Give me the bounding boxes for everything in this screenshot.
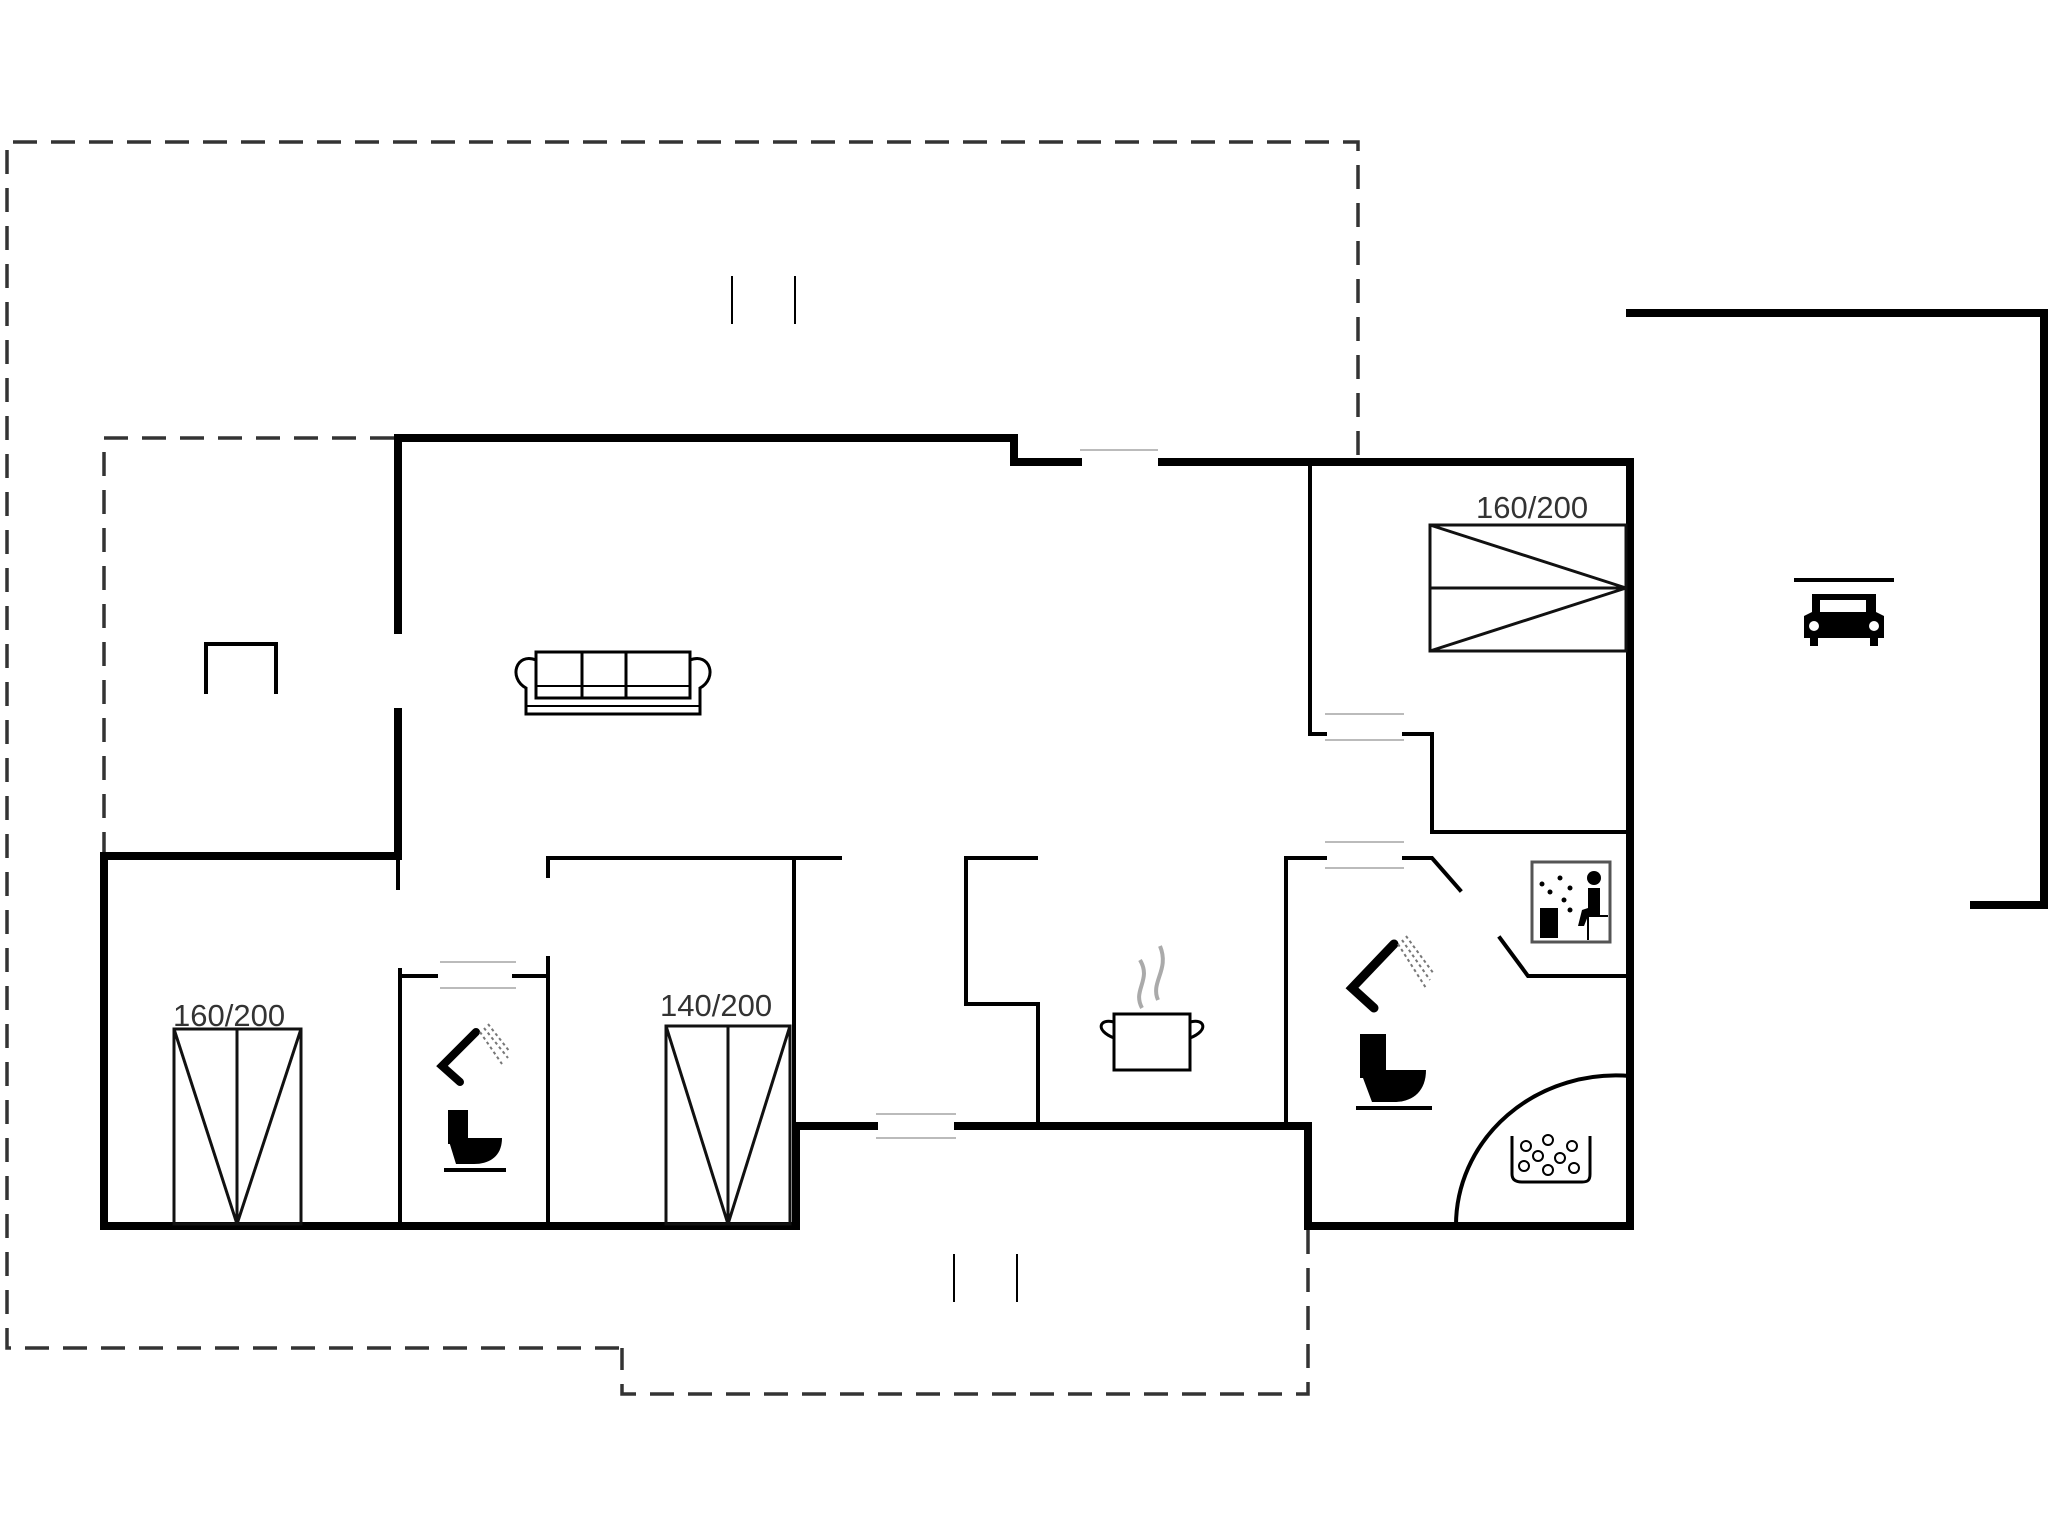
cooking-pot-icon <box>1099 945 1205 1072</box>
sofa-icon <box>514 650 712 716</box>
toilet-icon <box>444 1110 506 1172</box>
carport-icon <box>1794 578 1894 646</box>
interior-walls <box>396 460 1632 1228</box>
bed-ne: 160/200 <box>1428 490 1628 653</box>
shower-icon <box>436 1023 511 1086</box>
bed-size-label: 160/200 <box>1476 490 1588 525</box>
bed-s: 140/200 <box>660 988 792 1226</box>
bed-sw: 160/200 <box>172 998 303 1226</box>
terrace-outline-north <box>5 140 1360 1350</box>
carport-walls <box>1626 309 2048 909</box>
shower-icon <box>1345 935 1435 1013</box>
toilet-icon <box>1356 1034 1432 1110</box>
terrace-outline-south <box>620 1230 1310 1396</box>
step-marker-south <box>953 1254 1018 1302</box>
sauna-icon <box>1530 860 1612 944</box>
bed-size-label: 160/200 <box>173 998 285 1033</box>
step-marker-north <box>731 276 796 324</box>
table-icon <box>204 642 278 694</box>
annex-outline <box>102 436 398 856</box>
whirlpool-icon <box>1510 1134 1592 1184</box>
windows <box>440 449 1404 1139</box>
bed-size-label: 140/200 <box>660 988 772 1023</box>
whirlpool-arc <box>1453 1073 1633 1229</box>
